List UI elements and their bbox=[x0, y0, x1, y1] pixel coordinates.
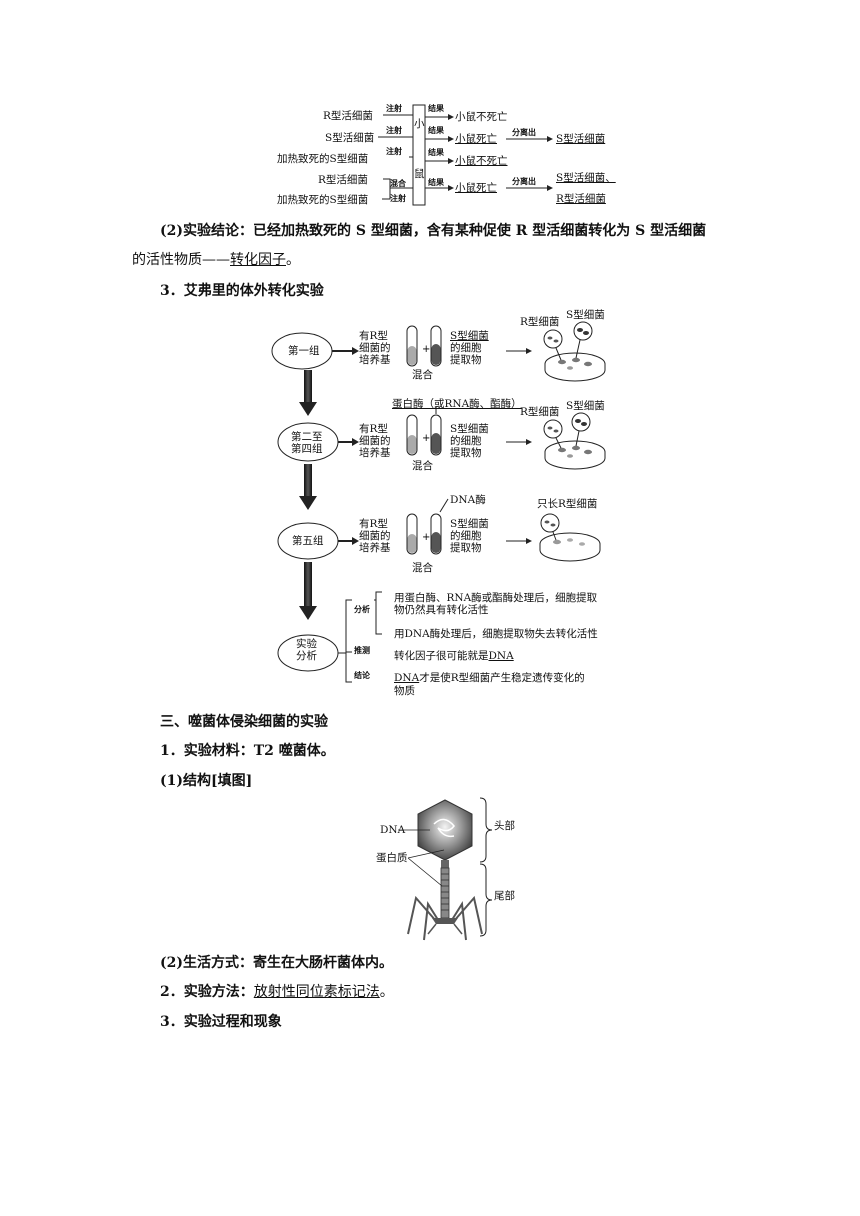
phage-tail-label: 尾部 bbox=[494, 890, 515, 902]
mix-label-3: 混合 bbox=[412, 562, 433, 574]
extract-text-1: S型细菌的细胞提取物 bbox=[450, 330, 489, 366]
only-r-label: 只长R型细菌 bbox=[537, 498, 598, 510]
transforming-factor: 转化因子 bbox=[230, 252, 286, 268]
outcome-3: 小鼠不死亡 bbox=[455, 155, 508, 167]
griffith-input-3: 加热致死的S型细菌 bbox=[277, 153, 369, 165]
conclusion-line-2: 的活性物质——转化因子。 bbox=[132, 250, 300, 270]
inject-label-1: 注射 bbox=[386, 103, 402, 113]
extract-text-3: S型细菌的细胞提取物 bbox=[450, 518, 489, 554]
result-label-4: 结果 bbox=[428, 177, 444, 187]
griffith-input-5: 加热致死的S型细菌 bbox=[277, 194, 369, 206]
method-underlined: 放射性同位素标记法 bbox=[253, 984, 380, 1000]
analysis-text-2: 用DNA酶处理后，细胞提取物失去转化活性 bbox=[394, 628, 598, 640]
phage-dna-label: DNA bbox=[380, 824, 406, 836]
group1-label: 第一组 bbox=[288, 345, 320, 357]
inject-label-3: 注射 bbox=[386, 146, 402, 156]
inject-label-4: 注射 bbox=[390, 193, 406, 203]
analysis-box-text: 实验分析 bbox=[296, 638, 317, 662]
phage-protein-label: 蛋白质 bbox=[376, 852, 408, 864]
conclusion-line2-suffix: 。 bbox=[286, 252, 300, 268]
conclusion-label: 结论 bbox=[354, 670, 370, 680]
result-label-1: 结果 bbox=[428, 103, 444, 113]
result-label-3: 结果 bbox=[428, 147, 444, 157]
petri-dish-1 bbox=[543, 321, 606, 382]
mouse-char-1: 小 bbox=[414, 118, 425, 130]
isolated-1: S型活细菌 bbox=[556, 133, 606, 145]
outcome-4: 小鼠死亡 bbox=[455, 182, 497, 194]
svg-text:+: + bbox=[422, 433, 430, 444]
mix-label-2: 混合 bbox=[412, 460, 433, 472]
phage-graphic bbox=[398, 797, 493, 941]
petri-dish-2 bbox=[543, 412, 606, 470]
r-bacteria-label-2: R型细菌 bbox=[520, 406, 560, 418]
r-bacteria-label-1: R型细菌 bbox=[520, 316, 560, 328]
outcome-1: 小鼠不死亡 bbox=[455, 111, 508, 123]
result-label-2: 结果 bbox=[428, 125, 444, 135]
medium-text-3: 有R型细菌的培养基 bbox=[359, 518, 391, 554]
s-bacteria-label-1: S型细菌 bbox=[566, 309, 605, 321]
method-suffix: 。 bbox=[379, 984, 394, 1000]
dnase-label: DNA酶 bbox=[450, 494, 486, 506]
conclusion-text: DNA才是使R型细菌产生稳定遗传变化的 bbox=[394, 672, 585, 684]
svg-text:+: + bbox=[422, 344, 430, 355]
method-prefix: 2．实验方法： bbox=[160, 984, 254, 1000]
material-line: 1．实验材料：T2 噬菌体。 bbox=[160, 743, 335, 759]
separate-label-1: 分离出 bbox=[512, 127, 536, 137]
separate-label-2: 分离出 bbox=[512, 176, 536, 186]
section3-title: 三、噬菌体侵染细菌的实验 bbox=[160, 714, 328, 730]
griffith-lines bbox=[378, 104, 553, 206]
group3-label: 第五组 bbox=[292, 535, 324, 547]
inference-text: 转化因子很可能就是DNA bbox=[394, 650, 514, 662]
outcome-2: 小鼠死亡 bbox=[455, 133, 497, 145]
tubes-group3: + bbox=[406, 498, 449, 555]
mouse-char-2: 鼠 bbox=[414, 168, 425, 180]
conclusion-line-1: (2)实验结论：已经加热致死的 S 型细菌，含有某种促使 R 型活细菌转化为 S… bbox=[160, 223, 707, 239]
phage-head-label: 头部 bbox=[494, 820, 515, 832]
inference-label: 推测 bbox=[354, 645, 370, 655]
method-line: 2．实验方法：放射性同位素标记法。 bbox=[160, 982, 394, 1002]
conclusion-line2-prefix: 的活性物质—— bbox=[132, 252, 230, 268]
griffith-input-1: R型活细菌 bbox=[323, 110, 373, 122]
tubes-group2: + bbox=[406, 406, 442, 456]
griffith-input-4: R型活细菌 bbox=[318, 174, 368, 186]
group2-label-b: 第四组 bbox=[291, 443, 323, 455]
structure-line: (1)结构[填图] bbox=[160, 773, 253, 789]
medium-text-2: 有R型细菌的培养基 bbox=[359, 423, 391, 459]
avery-heading: 3．艾弗里的体外转化实验 bbox=[160, 283, 324, 299]
extract-text-2: S型细菌的细胞提取物 bbox=[450, 423, 489, 459]
analysis-label: 分析 bbox=[354, 604, 370, 614]
griffith-input-2: S型活细菌 bbox=[325, 132, 375, 144]
s-bacteria-label-2: S型细菌 bbox=[566, 400, 605, 412]
analysis-text-1: 用蛋白酶、RNA酶或酯酶处理后，细胞提取物仍然具有转化活性 bbox=[394, 592, 598, 616]
medium-text-1: 有R型细菌的培养基 bbox=[359, 330, 391, 366]
inject-label-2: 注射 bbox=[386, 125, 402, 135]
isolated-2a: S型活细菌、 bbox=[556, 172, 616, 184]
enzymes-label: 蛋白酶（或RNA酶、酯酶） bbox=[392, 398, 522, 410]
mix-label: 混合 bbox=[390, 178, 406, 188]
avery-graphics: + + + bbox=[271, 321, 606, 683]
mix-label-1: 混合 bbox=[412, 369, 433, 381]
isolated-2b: R型活细菌 bbox=[556, 193, 606, 205]
tubes-group1: + bbox=[406, 325, 442, 367]
petri-dish-3 bbox=[539, 513, 601, 562]
group2-label-a: 第二至 bbox=[291, 431, 323, 443]
svg-text:+: + bbox=[422, 532, 430, 543]
lifestyle-line: (2)生活方式：寄生在大肠杆菌体内。 bbox=[160, 955, 393, 971]
process-line: 3．实验过程和现象 bbox=[160, 1014, 282, 1030]
conclusion-text-2: 物质 bbox=[394, 685, 415, 697]
